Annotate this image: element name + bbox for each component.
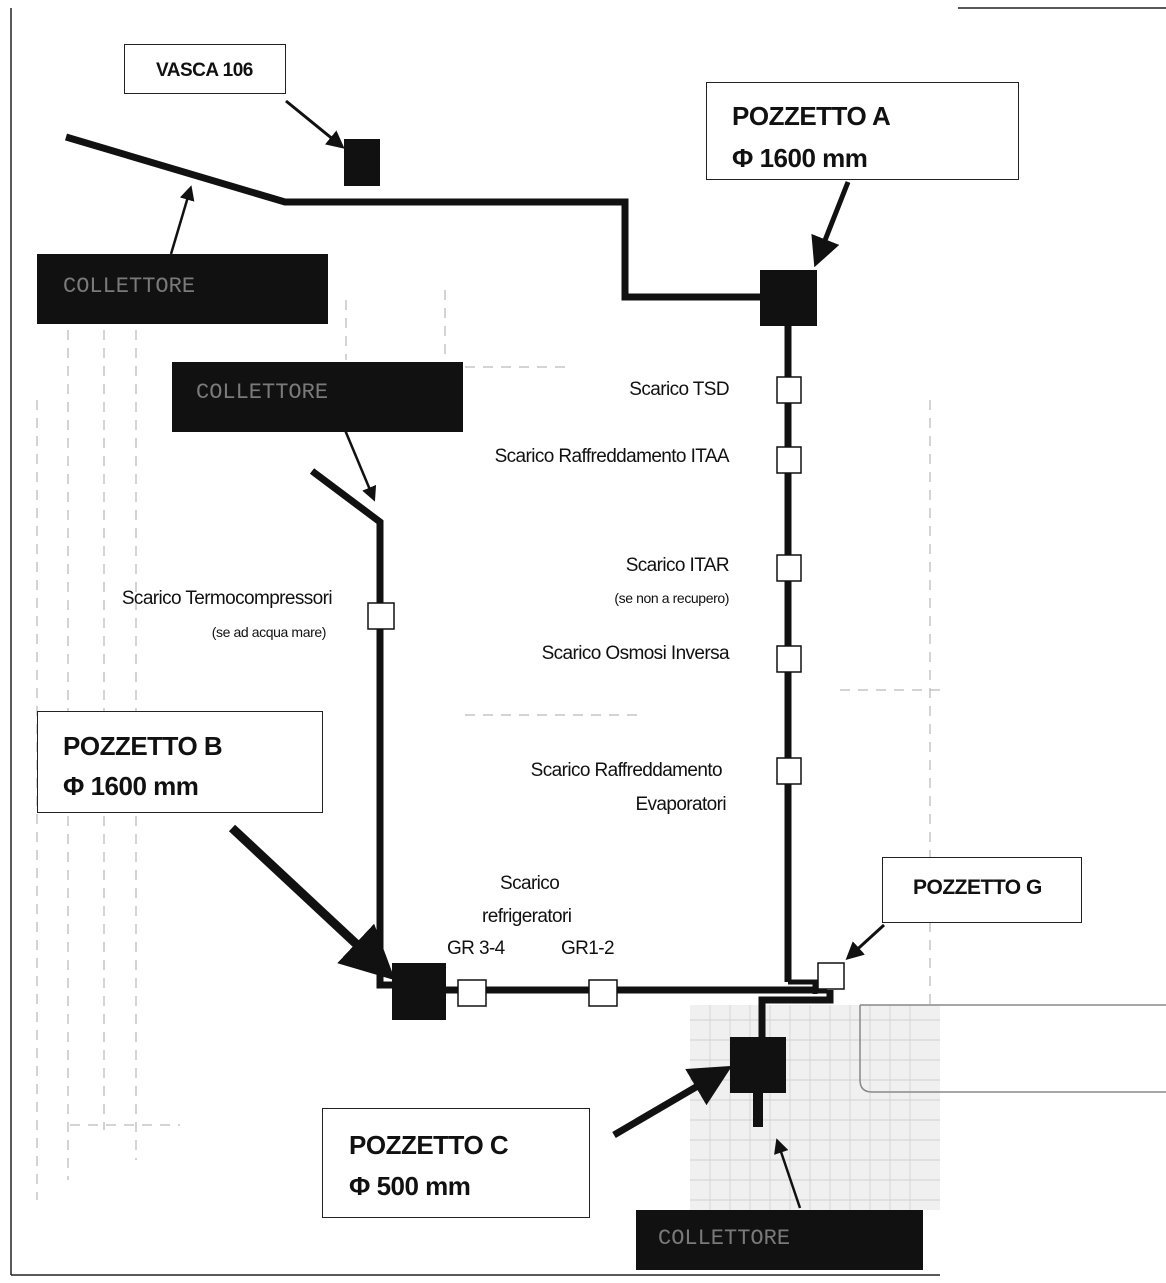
pipe-g-to-c (758, 990, 834, 1040)
arrow-collector-1 (169, 185, 195, 255)
gr12-point (588, 979, 618, 1007)
label-termo-note: (se ad acqua mare) (211, 624, 327, 640)
arrow-pozzetto-c (612, 1065, 733, 1139)
pozzetto-g-point (817, 962, 845, 990)
itar-point (776, 554, 802, 582)
label-itar: Scarico ITAR (625, 555, 730, 576)
vasca-106-label: VASCA 106 (156, 60, 253, 81)
sumps (344, 139, 817, 1093)
collector-3-label: COLLETTORE (658, 1226, 791, 1251)
tsd-point (776, 376, 802, 404)
label-itaa: Scarico Raffreddamento ITAA (494, 446, 730, 467)
pozzetto-b-box: POZZETTO B Φ 1600 mm (37, 711, 323, 813)
arrow-pozzetto-b (228, 824, 396, 981)
pipe-left (309, 468, 392, 989)
pozzetto-a-diameter: Φ 1600 mm (732, 143, 868, 173)
discharge-points (367, 376, 845, 1007)
arrow-pozzetto-g (845, 923, 886, 961)
collector-3-box: COLLETTORE (636, 1210, 923, 1270)
arrow-collector-3 (774, 1138, 802, 1209)
collector-2-box: COLLETTORE (172, 362, 463, 432)
collector-2-label: COLLETTORE (196, 380, 329, 405)
pipe-right-to-bottom (788, 979, 818, 994)
osmosi-point (776, 645, 802, 673)
arrow-collector-2 (343, 429, 377, 502)
label-tsd: Scarico TSD (629, 379, 729, 400)
label-osmosi: Scarico Osmosi Inversa (541, 643, 730, 664)
itaa-point (776, 446, 802, 474)
pozzetto-c-square (730, 1037, 786, 1093)
pozzetto-b-square (392, 963, 446, 1020)
pozzetto-g-label: POZZETTO G (913, 876, 1042, 899)
label-refr-2: refrigeratori (482, 906, 572, 927)
pozzetto-c-diameter: Φ 500 mm (349, 1171, 471, 1201)
label-termo: Scarico Termocompressori (121, 588, 333, 609)
arrow-vasca (285, 99, 345, 149)
evap-point (776, 757, 802, 785)
collector-1-label: COLLETTORE (63, 274, 196, 299)
pozzetto-a-square (760, 270, 817, 326)
pozzetto-g-box: POZZETTO G (882, 857, 1082, 923)
label-gr34: GR 3-4 (447, 938, 505, 959)
pipe-top (65, 133, 760, 301)
label-itar-note: (se non a recupero) (614, 590, 729, 606)
pozzetto-b-title: POZZETTO B (63, 731, 223, 761)
vasca-106-square (344, 139, 380, 186)
vasca-106-box: VASCA 106 (124, 44, 286, 94)
pozzetto-c-box: POZZETTO C Φ 500 mm (322, 1108, 590, 1218)
pozzetto-a-title: POZZETTO A (732, 101, 891, 131)
label-gr12: GR1-2 (561, 938, 615, 959)
page-frame (10, 7, 1166, 1276)
label-evap-2: Evaporatori (635, 794, 726, 815)
collector-1-box: COLLETTORE (37, 254, 328, 324)
pozzetto-c-title: POZZETTO C (349, 1130, 509, 1160)
termo-point (367, 602, 395, 630)
gr34-point (457, 979, 487, 1007)
pozzetto-a-box: POZZETTO A Φ 1600 mm (706, 82, 1019, 180)
arrows (169, 99, 886, 1209)
label-refr-1: Scarico (500, 873, 560, 894)
pozzetto-b-diameter: Φ 1600 mm (63, 771, 199, 801)
label-evap-1: Scarico Raffreddamento (530, 760, 723, 781)
arrow-pozzetto-a (811, 181, 851, 268)
